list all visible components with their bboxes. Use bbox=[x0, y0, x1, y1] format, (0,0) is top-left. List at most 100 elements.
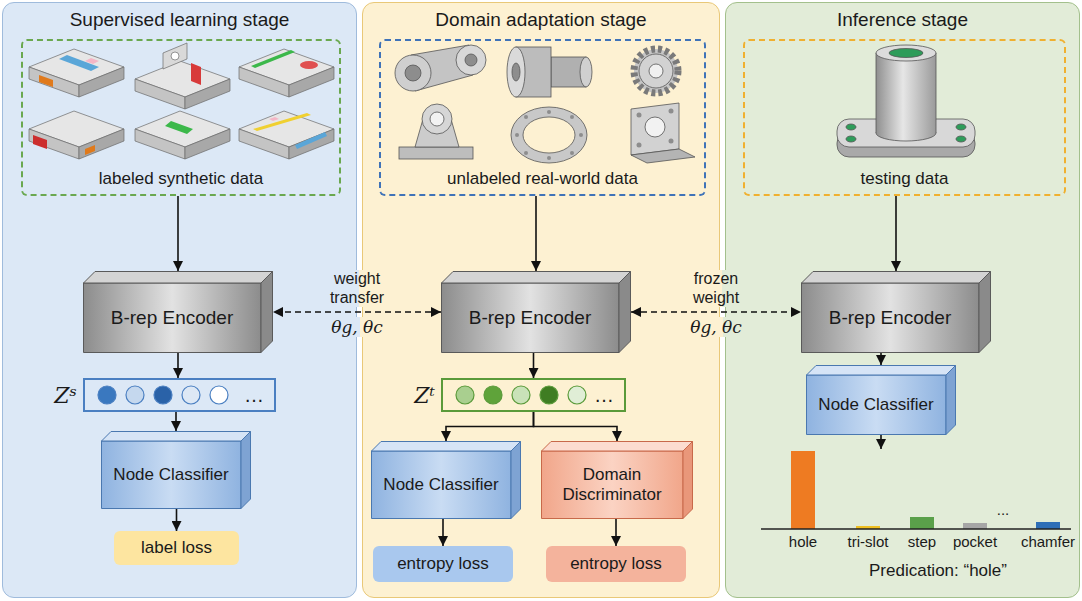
box-top bbox=[102, 432, 251, 442]
stage-panel: Supervised learning stage labeled synthe… bbox=[2, 2, 357, 598]
text-holder: testing data bbox=[745, 169, 1064, 189]
box-top bbox=[372, 442, 521, 452]
box-side bbox=[261, 272, 273, 353]
box-side bbox=[619, 272, 631, 353]
text-holder: Domain adaptation stage bbox=[363, 9, 719, 31]
class-name: pocket bbox=[953, 533, 997, 550]
flow-arrow bbox=[177, 196, 179, 271]
text-holder: Node Classifier bbox=[371, 451, 511, 519]
text-holder: Domain Discriminator bbox=[541, 451, 683, 519]
text-holder: unlabeled real-world data bbox=[381, 169, 704, 189]
text-holder: Node Classifier bbox=[101, 441, 241, 509]
test-part bbox=[745, 41, 1068, 169]
dataset-caption: labeled synthetic data bbox=[99, 169, 263, 188]
edge-label: weight transfer bbox=[317, 270, 397, 307]
encoder-box: B-rep Encoder bbox=[441, 271, 631, 353]
text-holder: Predication: “hole” bbox=[869, 561, 959, 581]
weight-sharing-arrow bbox=[631, 311, 801, 313]
box-top bbox=[442, 272, 631, 284]
box-label: Node Classifier bbox=[818, 395, 933, 415]
parameter-label: θg, θc bbox=[688, 317, 744, 337]
flow-arrow bbox=[177, 353, 179, 378]
loss-label: entropy loss bbox=[570, 554, 662, 574]
box-top bbox=[542, 442, 693, 452]
box-front bbox=[542, 451, 684, 519]
classifier-box: Node Classifier bbox=[371, 441, 521, 519]
box-label: B-rep Encoder bbox=[829, 307, 952, 329]
class-name: ... bbox=[997, 501, 1010, 518]
flow-arrow bbox=[895, 196, 897, 271]
box-top bbox=[84, 272, 273, 284]
flow-arrow bbox=[533, 353, 535, 378]
box-side bbox=[683, 442, 693, 519]
feature-vector: Zᵗ… bbox=[441, 378, 626, 412]
text-holder: B-rep Encoder bbox=[801, 283, 979, 353]
dataset-box: testing data bbox=[743, 39, 1066, 196]
classifier-box: Node Classifier bbox=[806, 365, 956, 435]
box-label: Node Classifier bbox=[383, 475, 498, 495]
box-side bbox=[241, 432, 251, 509]
dataset-caption: unlabeled real-world data bbox=[447, 169, 638, 188]
text-holder: chamfer bbox=[1003, 533, 1082, 551]
vector-name: Zˢ bbox=[54, 383, 77, 408]
feature-circles bbox=[91, 380, 241, 410]
feature-vector: Zˢ… bbox=[83, 378, 276, 412]
box-front bbox=[807, 375, 947, 435]
class-name: tri-slot bbox=[848, 533, 889, 550]
flow-arrow bbox=[175, 412, 177, 431]
text-holder: θg, θc bbox=[312, 317, 402, 337]
text-holder: Inference stage bbox=[726, 9, 1079, 31]
class-name: chamfer bbox=[1021, 533, 1075, 550]
class-name: step bbox=[908, 533, 936, 550]
classifier-box: Node Classifier bbox=[101, 431, 251, 509]
dataset-caption: testing data bbox=[861, 169, 949, 188]
text-holder: Zᵗ bbox=[414, 380, 435, 410]
box-front bbox=[372, 451, 512, 519]
prediction-chart: holetri-slotsteppocket...chamferPredicat… bbox=[753, 449, 1075, 594]
flow-arrow bbox=[880, 353, 882, 365]
loss-box: entropy loss bbox=[546, 546, 686, 582]
ellipsis-mark: … bbox=[244, 384, 264, 407]
text-holder: … bbox=[244, 380, 264, 410]
stage-panel: Inference stage testing dataB-rep Encode… bbox=[725, 2, 1080, 598]
loss-box: entropy loss bbox=[373, 546, 513, 582]
stage-title: Inference stage bbox=[837, 9, 968, 30]
discriminator-box: Domain Discriminator bbox=[541, 441, 693, 519]
text-holder: … bbox=[594, 380, 614, 410]
text-holder: entropy loss bbox=[546, 546, 686, 582]
text-holder: entropy loss bbox=[373, 546, 513, 582]
text-holder: B-rep Encoder bbox=[83, 283, 261, 353]
flow-arrow bbox=[442, 519, 444, 546]
box-label: Domain Discriminator bbox=[545, 465, 679, 504]
loss-box: label loss bbox=[114, 531, 239, 565]
text-holder: Node Classifier bbox=[806, 375, 946, 435]
box-front bbox=[802, 283, 980, 353]
text-holder: weight transfer bbox=[317, 270, 397, 307]
box-top bbox=[802, 272, 991, 284]
box-label: B-rep Encoder bbox=[111, 307, 234, 329]
box-side bbox=[511, 442, 521, 519]
text-holder: Supervised learning stage bbox=[3, 9, 356, 31]
ellipsis-mark: … bbox=[594, 384, 614, 407]
loss-label: label loss bbox=[141, 538, 212, 558]
flow-arrow bbox=[615, 519, 617, 546]
text-holder: Zˢ bbox=[54, 380, 77, 410]
flow-arrow bbox=[176, 509, 178, 531]
box-label: B-rep Encoder bbox=[469, 307, 592, 329]
flow-arrow bbox=[446, 412, 534, 441]
stage-panel: Domain adaptation stage unlabeled real-w… bbox=[362, 2, 720, 598]
synthetic-parts bbox=[23, 41, 343, 169]
feature-circles bbox=[449, 380, 599, 410]
text-holder: labeled synthetic data bbox=[23, 169, 339, 189]
real-parts bbox=[381, 41, 708, 169]
prediction-text: Predication: “hole” bbox=[869, 561, 1007, 580]
dataset-box: unlabeled real-world data bbox=[379, 39, 706, 196]
stage-title: Domain adaptation stage bbox=[435, 9, 646, 30]
flow-arrow bbox=[535, 196, 537, 271]
text-holder: tri-slot bbox=[823, 533, 913, 551]
flow-arrow bbox=[534, 412, 618, 441]
loss-label: entropy loss bbox=[397, 554, 489, 574]
box-front bbox=[442, 283, 620, 353]
